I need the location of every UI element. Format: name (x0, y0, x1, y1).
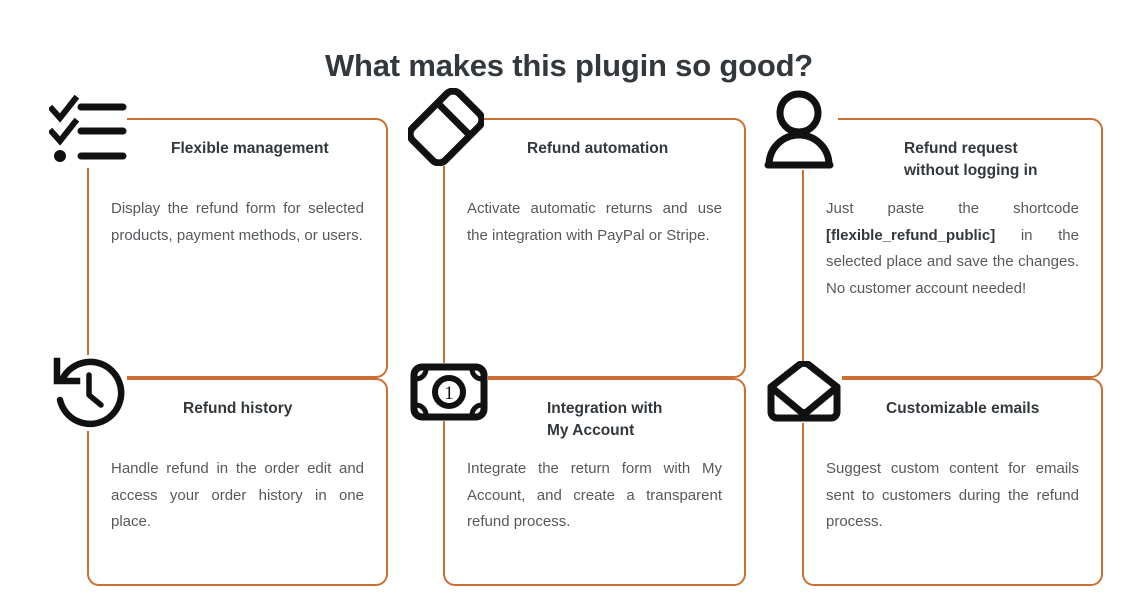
card-title: Flexible management (171, 140, 329, 157)
feature-card-refund-history[interactable]: Refund history Handle refund in the orde… (87, 378, 388, 586)
open-envelope-icon (766, 361, 842, 423)
card-content: Refund request without logging in Just p… (804, 120, 1101, 376)
card-content: Refund history Handle refund in the orde… (89, 380, 386, 584)
card-description: Just paste the shortcode [flexible_refun… (826, 200, 1079, 297)
card-title: Integration with My Account (547, 400, 663, 439)
card-description: Display the refund form for selected pro… (111, 200, 364, 244)
card-description: Handle refund in the order edit and acce… (111, 460, 364, 530)
checklist-icon (49, 94, 127, 166)
card-title: Customizable emails (886, 400, 1040, 417)
page-title: What makes this plugin so good? (324, 47, 814, 83)
card-content: Integration with My Account Integrate th… (445, 380, 744, 584)
card-title: Refund automation (527, 140, 669, 157)
svg-text:1: 1 (444, 383, 454, 404)
feature-card-refund-request-without-logging-in[interactable]: Refund request without logging in Just p… (802, 118, 1103, 378)
feature-card-flexible-management[interactable]: Flexible management Display the refund f… (87, 118, 388, 378)
banknote-icon: 1 (410, 363, 488, 421)
card-description: Suggest custom content for emails sent t… (826, 460, 1079, 530)
card-content: Customizable emails Suggest custom conte… (804, 380, 1101, 584)
feature-card-customizable-emails[interactable]: Customizable emails Suggest custom conte… (802, 378, 1103, 586)
card-title: Refund history (183, 400, 293, 417)
card-content: Refund automation Activate automatic ret… (445, 120, 744, 376)
magic-wand-icon (408, 88, 484, 166)
feature-card-refund-automation[interactable]: Refund automation Activate automatic ret… (443, 118, 746, 378)
card-description: Integrate the return form with My Accoun… (467, 460, 722, 530)
feature-card-integration-with-my-account[interactable]: Integration with My Account Integrate th… (443, 378, 746, 586)
history-clock-icon (51, 355, 127, 431)
user-icon (764, 88, 838, 170)
card-title: Refund request without logging in (904, 140, 1038, 179)
card-content: Flexible management Display the refund f… (89, 120, 386, 376)
card-description: Activate automatic returns and use the i… (467, 200, 722, 244)
